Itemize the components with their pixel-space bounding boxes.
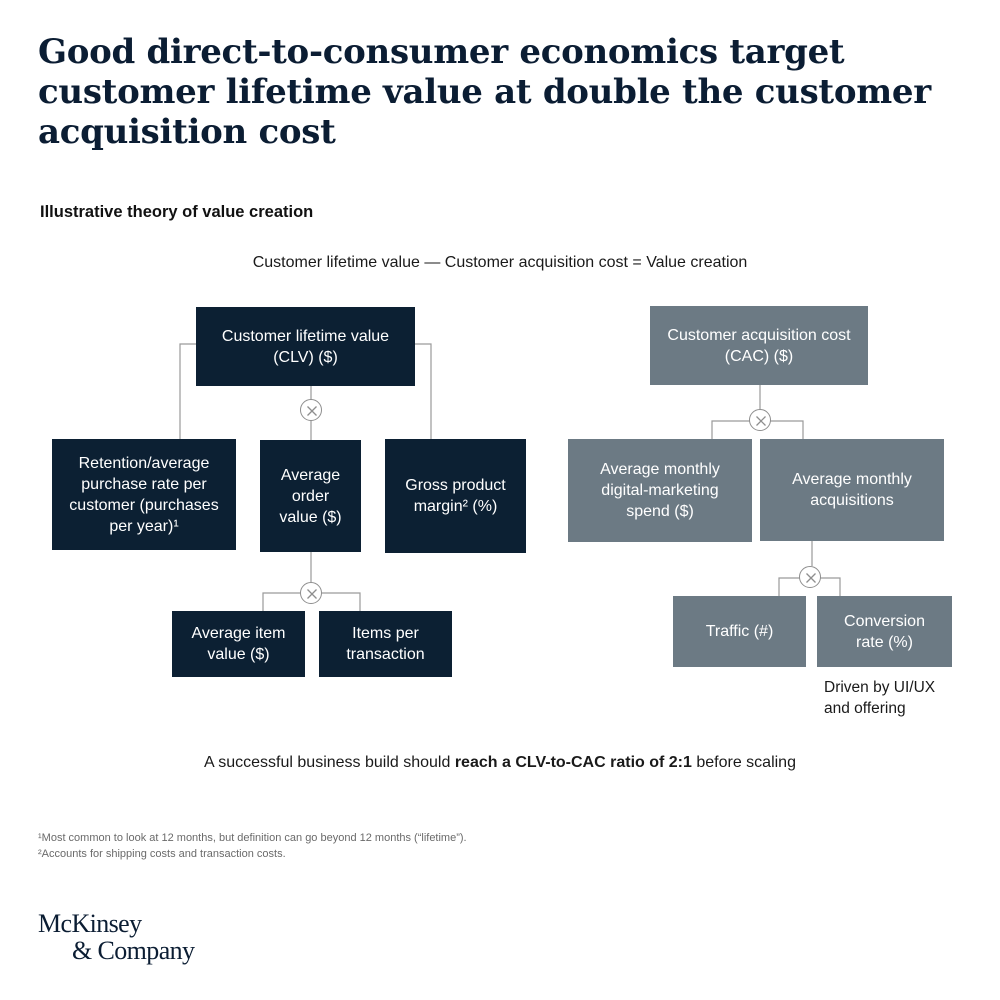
clv-root-label: Customer lifetime value (CLV) ($) (221, 327, 390, 366)
ui-ux-note: Driven by UI/UX and offering (824, 679, 936, 717)
monthly-acquisitions-label: Average monthly acquisitions (792, 471, 912, 509)
connector-clv-right (415, 343, 432, 439)
monthly-acquisitions-box: Average monthly acquisitions (760, 439, 944, 541)
digital-marketing-spend-box: Average monthly digital-marketing spend … (568, 439, 752, 542)
footnote-2: ²Accounts for shipping costs and transac… (38, 848, 286, 860)
retention-rate-label: Retention/average purchase rate per cust… (69, 454, 219, 535)
digital-marketing-spend-label: Average monthly digital-marketing spend … (600, 461, 720, 520)
conversion-rate-box: Conversion rate (%) (817, 596, 952, 667)
cac-root-box: Customer acquisition cost (CAC) ($) (650, 306, 868, 385)
cac-multiply-icon (749, 409, 771, 431)
mckinsey-logo: McKinsey & Company (38, 909, 195, 965)
traffic-box: Traffic (#) (673, 596, 806, 667)
average-item-value-box: Average item value ($) (172, 611, 305, 677)
conclusion-suffix: before scaling (691, 754, 796, 771)
average-order-value-label: Average order value ($) (279, 466, 342, 526)
footnotes: ¹Most common to look at 12 months, but d… (38, 830, 467, 862)
conclusion-prefix: A successful business build should (204, 754, 455, 771)
connector-clv-left (179, 343, 196, 439)
chart-subtitle: Illustrative theory of value creation (40, 203, 314, 221)
traffic-label: Traffic (#) (705, 623, 774, 640)
conversion-rate-label: Conversion rate (%) (844, 612, 925, 651)
aov-multiply-icon (300, 582, 322, 604)
conclusion-emphasis: reach a CLV-to-CAC ratio of 2:1 (454, 754, 692, 771)
gross-product-margin-box: Gross product margin² (%) (385, 439, 526, 553)
gross-product-margin-label: Gross product margin² (%) (405, 477, 506, 515)
clv-multiply-icon (300, 399, 322, 421)
items-per-transaction-label: Items per transaction (346, 625, 425, 663)
logo-line-2: & Company (72, 936, 195, 965)
value-creation-equation: Customer lifetime value — Customer acqui… (252, 254, 748, 271)
average-order-value-box: Average order value ($) (260, 440, 361, 552)
retention-rate-box: Retention/average purchase rate per cust… (52, 439, 236, 550)
page-title: Good direct-to-consumer economics target… (38, 32, 931, 152)
clv-root-box: Customer lifetime value (CLV) ($) (196, 307, 415, 386)
acquisitions-multiply-icon (799, 566, 821, 588)
items-per-transaction-box: Items per transaction (319, 611, 452, 677)
conclusion-statement: A successful business build should reach… (0, 754, 1000, 772)
cac-root-label: Customer acquisition cost (CAC) ($) (667, 326, 851, 365)
average-item-value-label: Average item value ($) (191, 625, 286, 663)
footnote-1: ¹Most common to look at 12 months, but d… (38, 832, 467, 844)
logo-line-1: McKinsey (38, 909, 142, 938)
